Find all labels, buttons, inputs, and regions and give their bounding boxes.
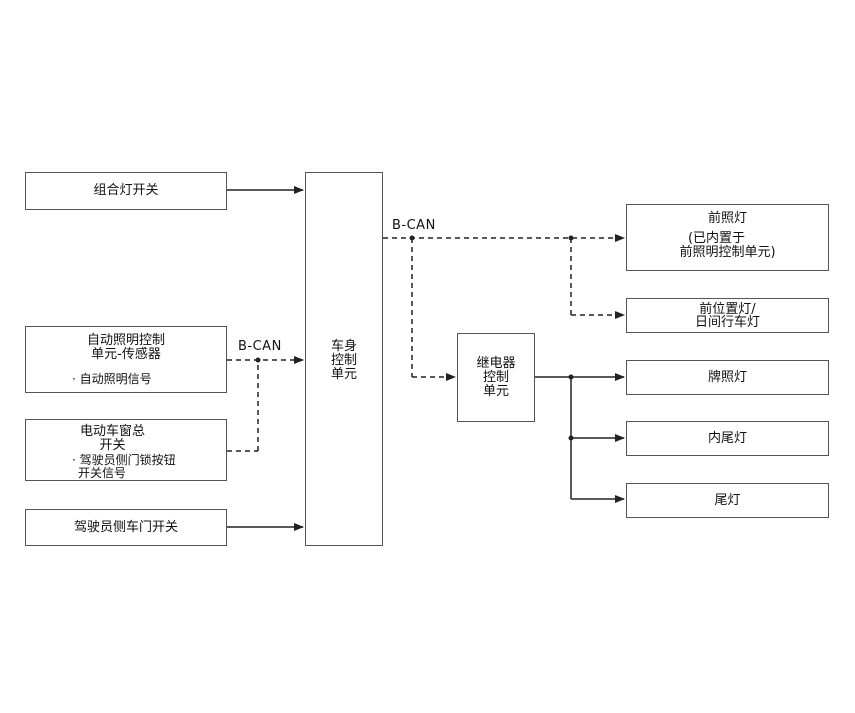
driver-door-switch-label: 驾驶员侧车门开关: [73, 519, 178, 535]
bcan-label-right: B-CAN: [392, 218, 436, 233]
plate-lamp-label: 牌照灯: [707, 369, 747, 385]
tail-lamp-label: 尾灯: [714, 492, 741, 508]
junction-dot: [409, 235, 415, 241]
auto-light-unit-box: 自动照明控制 单元-传感器 · 自动照明信号: [25, 326, 227, 393]
combo-light-switch-label: 组合灯开关: [93, 183, 159, 198]
auto-light-unit-line2: 单元-传感器: [91, 347, 161, 362]
driver-door-switch-box: 驾驶员侧车门开关: [25, 509, 227, 546]
auto-light-unit-line1: 自动照明控制: [86, 333, 165, 348]
tail-lamp-box: 尾灯: [626, 483, 829, 518]
relay-control-unit-line2: 控制: [482, 369, 509, 385]
relay-control-unit-line3: 单元: [482, 383, 509, 399]
driver-lock-signal-line1: · 驾驶员侧门锁按钮: [72, 453, 176, 467]
position-lamp-line2: 日间行车灯: [694, 314, 760, 330]
body-control-unit-line2: 控制: [330, 353, 357, 368]
headlamp-line2: (已内置于: [687, 231, 746, 246]
headlamp-box: 前照灯 (已内置于 前照明控制单元): [626, 204, 829, 271]
driver-lock-signal-line2: 开关信号: [78, 466, 127, 480]
plate-lamp-box: 牌照灯: [626, 360, 829, 395]
body-control-unit-box: 车身 控制 单元: [305, 172, 383, 546]
inner-tail-lamp-box: 内尾灯: [626, 421, 829, 456]
relay-control-unit-line1: 继电器: [476, 355, 516, 371]
junction-dot: [568, 235, 574, 241]
headlamp-line3: 前照明控制单元): [679, 245, 776, 260]
junction-dot: [255, 357, 261, 363]
body-control-unit-line1: 车身: [330, 339, 357, 354]
combo-light-switch-box: 组合灯开关: [25, 172, 227, 210]
headlamp-line1: 前照灯: [707, 211, 747, 226]
power-window-switch-box: 电动车窗总 开关 · 驾驶员侧门锁按钮 开关信号: [25, 419, 227, 481]
power-window-switch-line1: 电动车窗总: [80, 424, 146, 439]
body-control-unit-line3: 单元: [330, 367, 357, 382]
position-lamp-line1: 前位置灯/: [699, 301, 756, 317]
junction-dot: [568, 374, 574, 380]
junction-dot: [568, 435, 574, 441]
auto-light-signal: · 自动照明信号: [72, 372, 152, 386]
relay-control-unit-box: 继电器 控制 单元: [457, 333, 535, 422]
position-lamp-box: 前位置灯/ 日间行车灯: [626, 298, 829, 333]
bcan-label-left: B-CAN: [238, 339, 282, 354]
power-window-switch-line2: 开关: [99, 438, 126, 453]
inner-tail-lamp-label: 内尾灯: [707, 430, 747, 446]
